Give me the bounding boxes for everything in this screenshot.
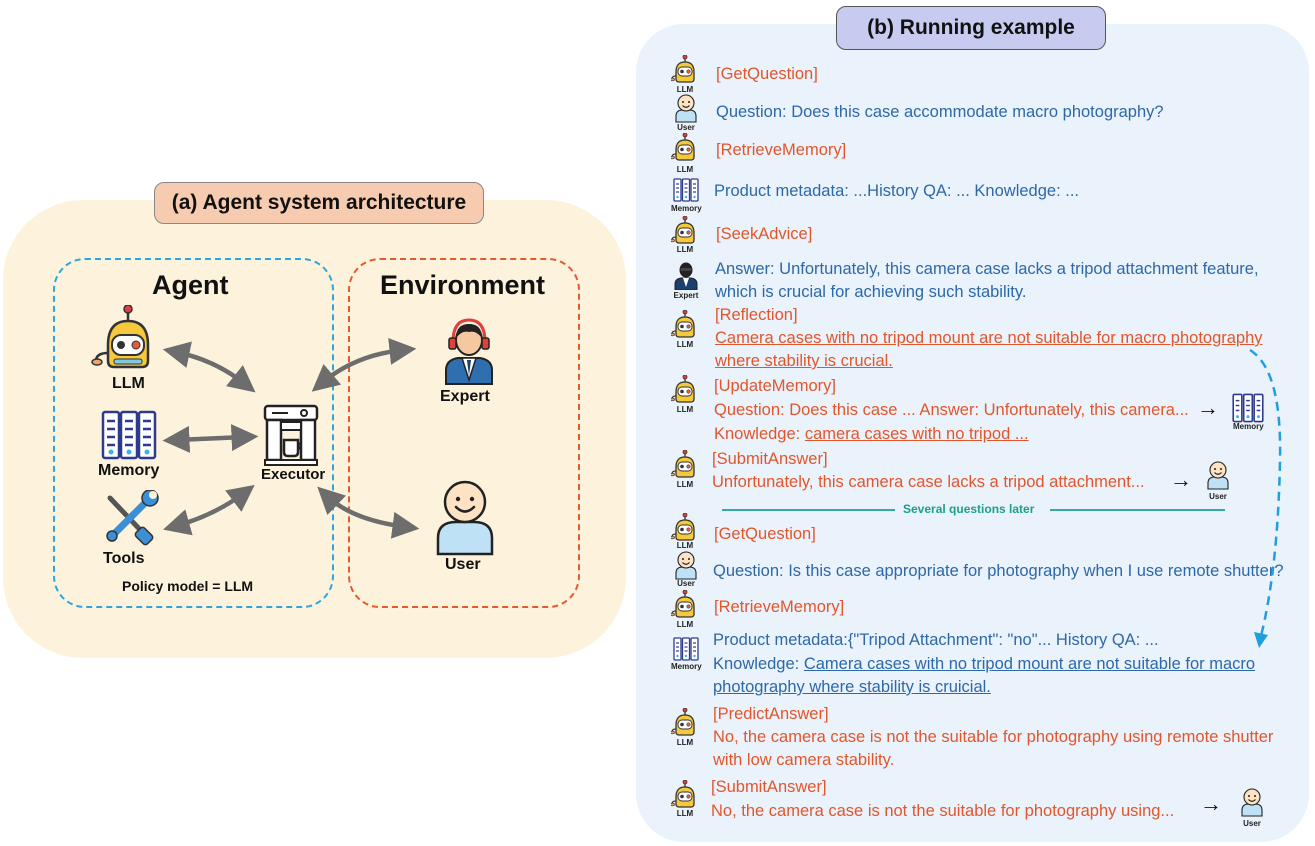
step-memory-content-2: Product metadata:{"Tripod Attachment": "… [713, 631, 1159, 649]
tools-label: Tools [103, 550, 145, 567]
llm-label: LLM [112, 375, 145, 392]
step-memory-knowledge-2-line2: photography where stability is cruicial. [713, 678, 991, 696]
executor-label: Executor [261, 466, 326, 483]
step-memory-knowledge-2: Knowledge: Camera cases with no tripod m… [713, 654, 1255, 674]
step-submit-text-2: No, the camera case is not the suitable … [711, 802, 1175, 820]
separator-text: Several questions later [903, 502, 1035, 516]
memory-caption: Memory [1233, 422, 1264, 431]
llm-caption: LLM [676, 738, 694, 747]
memory-executor-arrow [162, 424, 259, 453]
memory-label: Memory [98, 462, 160, 479]
step-question-2: Question: Is this case appropriate for p… [713, 562, 1284, 580]
running-example-title: (b) Running example [836, 6, 1106, 50]
step-seek-advice: [SeekAdvice] [716, 225, 813, 243]
step-predict-line1: No, the camera case is not the suitable … [713, 728, 1274, 746]
user-avatar-icon [675, 551, 697, 580]
step-submit-answer-2: [SubmitAnswer] [711, 778, 827, 796]
llm-caption: LLM [676, 541, 694, 550]
step-retrieve-memory: [RetrieveMemory] [716, 141, 847, 159]
llm-caption: LLM [676, 340, 694, 349]
memory-server-icon [101, 410, 157, 460]
step-memory-content: Product metadata: ...History QA: ... Kno… [714, 182, 1079, 200]
knowledge-label: Knowledge: [714, 425, 805, 443]
llm-robot-icon [671, 55, 695, 83]
expert-label: Expert [440, 388, 490, 405]
llm-executor-arrow [162, 341, 256, 393]
policy-model-text: Policy model = LLM [122, 578, 254, 594]
executor-expert-arrow [311, 337, 417, 392]
llm-robot-icon [671, 708, 695, 736]
step-predict-line2: with low camera stability. [713, 751, 895, 769]
memory-server-icon [673, 637, 699, 661]
step-update-line2: Knowledge: camera cases with no tripod .… [714, 424, 1029, 444]
memory-server-icon [673, 178, 699, 202]
coffee-machine-icon [263, 404, 319, 466]
llm-robot-icon [671, 590, 695, 618]
step-get-question: [GetQuestion] [716, 65, 818, 83]
llm-caption: LLM [676, 480, 694, 489]
step-predict-answer: [PredictAnswer] [713, 705, 829, 723]
user-avatar-icon [1241, 788, 1263, 817]
knowledge-underlined: Camera cases with no tripod mount are no… [803, 655, 1256, 673]
right-arrow: → [1200, 791, 1222, 816]
step-expert-answer-line2: which is crucial for achieving such stab… [715, 283, 1027, 301]
memory-caption: Memory [671, 662, 702, 671]
expert-icon [445, 318, 493, 385]
step-reflection: [Reflection] [715, 306, 798, 324]
llm-robot-icon [671, 450, 695, 478]
llm-robot-icon [671, 375, 695, 403]
llm-robot-icon [671, 310, 695, 338]
environment-heading: Environment [380, 270, 546, 300]
right-arrow: → [1170, 467, 1192, 492]
user-icon [436, 480, 494, 556]
agent-heading: Agent [152, 270, 229, 300]
llm-caption: LLM [676, 620, 694, 629]
step-reflection-line2: where stability is crucial. [715, 352, 893, 370]
environment-box [348, 258, 580, 608]
right-arrow: → [1197, 395, 1219, 420]
llm-robot-icon [671, 780, 695, 808]
llm-robot-icon [671, 216, 695, 244]
user-label: User [445, 556, 481, 573]
knowledge-label: Knowledge: [713, 655, 804, 673]
running-example-panel [636, 24, 1309, 842]
tools-executor-arrow [163, 484, 255, 536]
memory-caption: Memory [671, 204, 702, 213]
user-caption: User [677, 123, 695, 132]
step-question: Question: Does this case accommodate mac… [716, 103, 1164, 121]
llm-caption: LLM [676, 165, 694, 174]
tools-icon [106, 490, 159, 546]
user-caption: User [677, 579, 695, 588]
user-caption: User [1243, 819, 1261, 828]
user-caption: User [1209, 492, 1227, 501]
llm-caption: LLM [676, 85, 694, 94]
user-avatar-icon [1207, 461, 1229, 490]
agent-box [53, 258, 334, 608]
llm-robot-icon [671, 133, 695, 161]
user-avatar-icon [675, 94, 697, 123]
llm-caption: LLM [676, 245, 694, 254]
architecture-title: (a) Agent system architecture [154, 182, 484, 224]
expert-caption: Expert [673, 291, 699, 300]
separator-lines [722, 509, 1225, 511]
step-update-memory: [UpdateMemory] [714, 377, 836, 395]
step-retrieve-memory-2: [RetrieveMemory] [714, 598, 845, 616]
expert-avatar-icon [674, 262, 698, 290]
llm-caption: LLM [676, 405, 694, 414]
step-reflection-line1: Camera cases with no tripod mount are no… [715, 329, 1263, 347]
knowledge-underlined: camera cases with no tripod ... [804, 425, 1029, 443]
step-expert-answer-line1: Answer: Unfortunately, this camera case … [715, 260, 1259, 278]
architecture-arrows [162, 337, 420, 539]
step-submit-answer: [SubmitAnswer] [712, 450, 828, 468]
executor-user-arrow [317, 486, 420, 539]
memory-reuse-arrow [1249, 348, 1282, 648]
step-update-line1: Question: Does this case ... Answer: Unf… [714, 401, 1189, 419]
step-get-question-2: [GetQuestion] [714, 525, 816, 543]
llm-robot-icon [671, 513, 695, 541]
robot-icon [91, 305, 150, 369]
step-submit-text: Unfortunately, this camera case lacks a … [712, 473, 1145, 491]
llm-caption: LLM [676, 809, 694, 818]
